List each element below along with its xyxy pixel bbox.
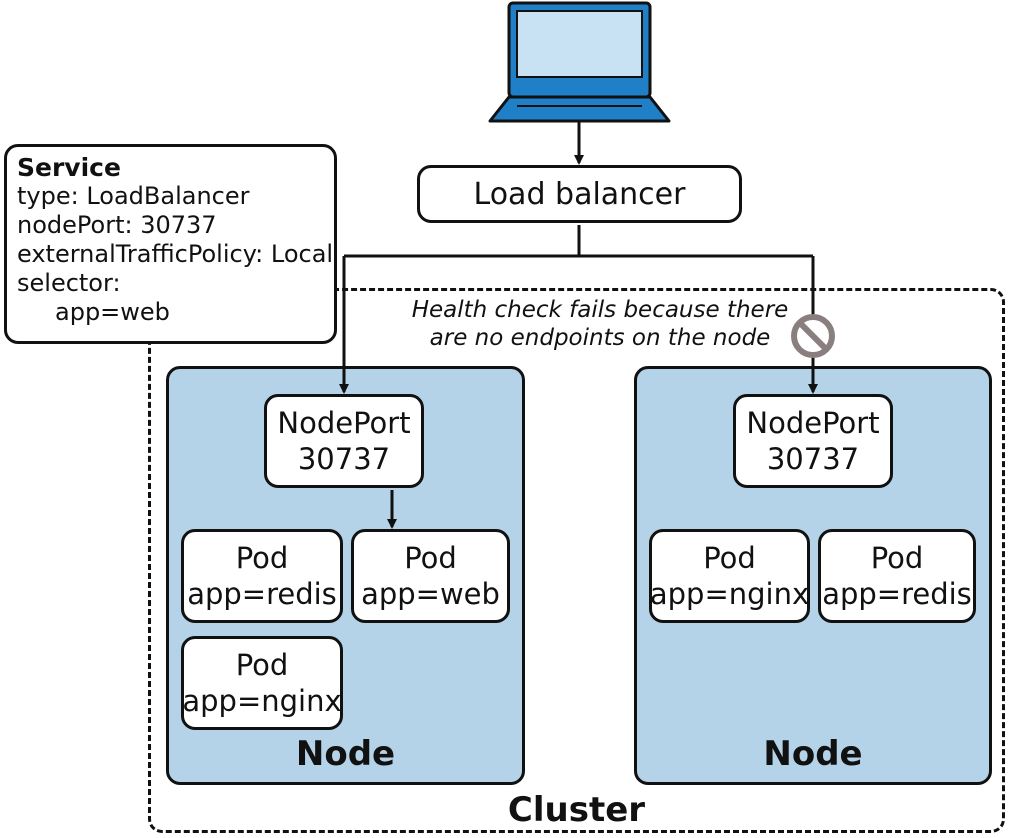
pod-title: Pod [235,541,289,575]
cluster-boundary [148,288,1005,833]
service-traffic-policy: externalTrafficPolicy: Local [17,240,334,268]
nodeport-title: NodePort [746,406,880,440]
pod-box: Pod app=redis [818,529,976,623]
pod-title: Pod [235,648,289,682]
health-check-note: Health check fails because there are no … [395,296,805,352]
pod-title: Pod [870,541,924,575]
node-label: Node [295,734,396,774]
prohibited-icon [791,314,835,358]
health-check-line-1: Health check fails because there [411,297,789,323]
pod-box: Pod app=nginx [649,529,810,623]
load-balancer-label: Load balancer [473,176,686,212]
pod-selector: app=web [361,577,500,611]
pod-title: Pod [404,541,457,575]
service-type: type: LoadBalancer [17,182,250,210]
service-title: Service [17,153,121,182]
nodeport-title: NodePort [277,406,411,440]
pod-title: Pod [703,541,756,575]
pod-box: Pod app=redis [181,529,343,623]
cluster-label: Cluster [507,790,646,830]
pod-selector: app=nginx [182,684,342,718]
load-balancer-box: Load balancer [417,165,742,223]
service-selector-value: app=web [55,298,170,326]
nodeport-number: 30737 [297,442,391,476]
service-selector-label: selector: [17,269,121,297]
pod-selector: app=redis [187,577,337,611]
nodeport-box-left: NodePort 30737 [264,394,424,488]
pod-box-web: Pod app=web [351,529,510,623]
health-check-line-2: are no endpoints on the node [429,325,771,351]
nodeport-number: 30737 [766,442,860,476]
pod-box: Pod app=nginx [181,636,343,730]
service-definition-box: Service type: LoadBalancer nodePort: 307… [4,144,337,344]
nodeport-box-right: NodePort 30737 [733,394,893,488]
node-label: Node [763,734,863,774]
pod-selector: app=nginx [649,577,810,611]
laptop-icon [488,1,671,123]
pod-selector: app=redis [822,577,972,611]
service-nodeport: nodePort: 30737 [17,211,217,239]
